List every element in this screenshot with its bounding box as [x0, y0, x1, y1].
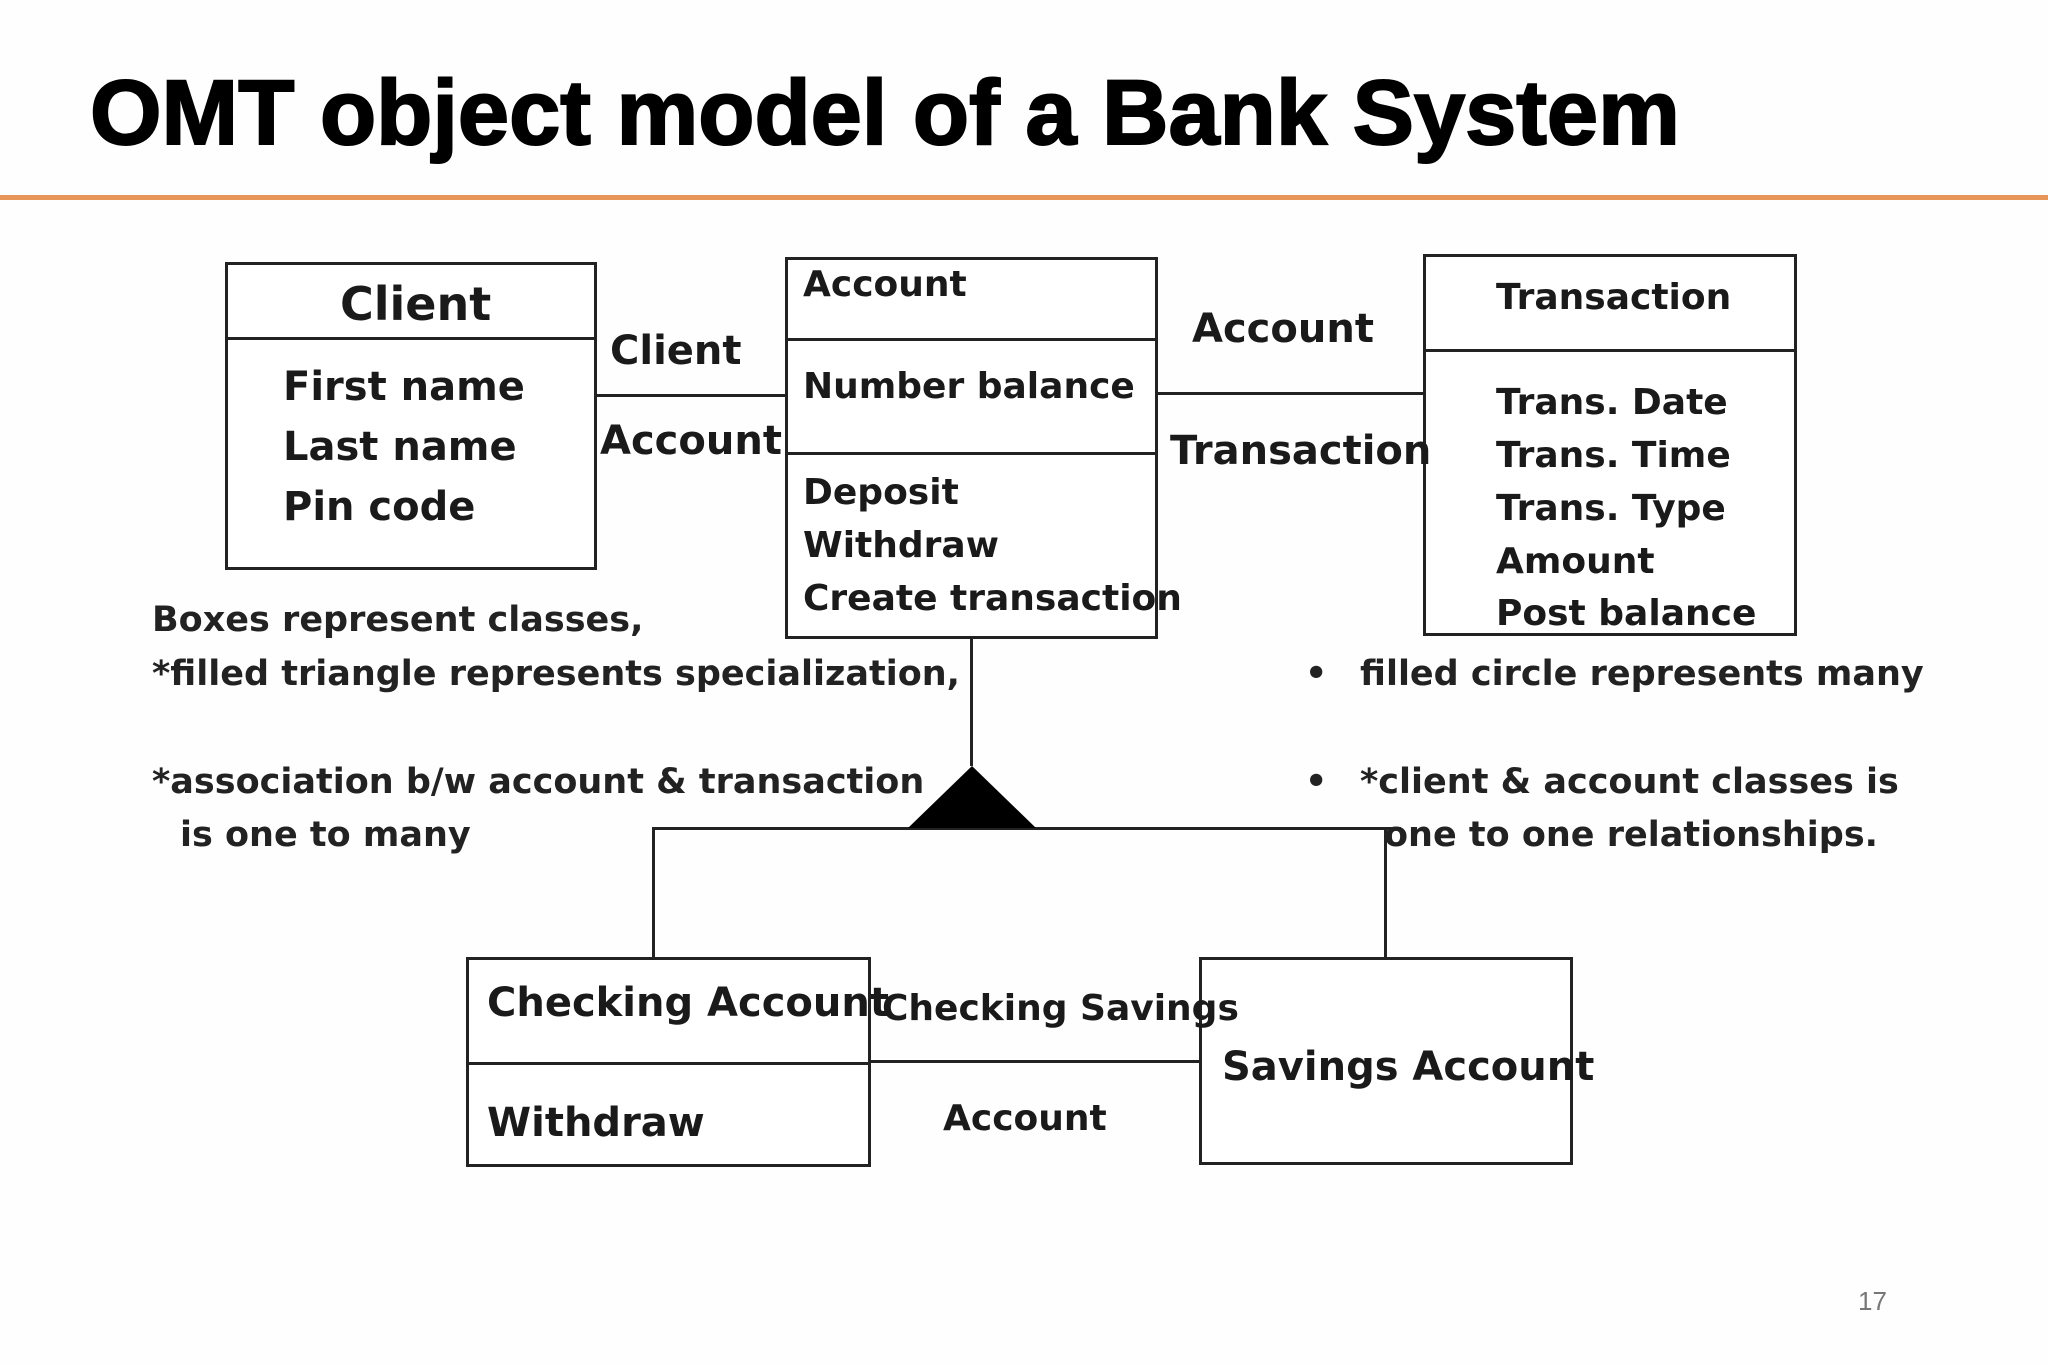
- account-transaction-label-top: Account: [1192, 306, 1374, 352]
- client-account-label-top: Client: [610, 328, 742, 374]
- client-attr-pin-code: Pin code: [283, 484, 476, 530]
- client-attr-first-name: First name: [283, 364, 525, 410]
- account-class-name: Account: [803, 264, 967, 305]
- savings-account-class-name: Savings Account: [1222, 1044, 1595, 1090]
- checking-savings-association-line: [871, 1060, 1199, 1063]
- checking-account-divider: [469, 1062, 868, 1065]
- generalization-right-drop-line: [1384, 827, 1387, 957]
- account-transaction-association-line: [1158, 392, 1423, 395]
- client-account-label-bottom: Account: [600, 418, 782, 464]
- transaction-attr-post-balance: Post balance: [1496, 593, 1757, 634]
- checking-account-class-box: Checking Account Withdraw: [466, 957, 889, 1167]
- account-op-withdraw: Withdraw: [803, 525, 999, 566]
- note-right-line-1: filled circle represents many: [1360, 654, 1924, 694]
- note-left-line-3: *association b/w account & transaction: [152, 762, 925, 802]
- transaction-divider: [1426, 349, 1794, 352]
- note-right-bullet-2: •: [1305, 762, 1328, 802]
- client-divider: [228, 337, 594, 340]
- specialization-triangle-icon: [908, 766, 1036, 828]
- transaction-attr-time: Trans. Time: [1496, 435, 1731, 476]
- transaction-attr-amount: Amount: [1496, 541, 1655, 582]
- note-right-line-3: one to one relationships.: [1384, 815, 1878, 855]
- account-op-deposit: Deposit: [803, 472, 959, 513]
- checking-account-class-name: Checking Account: [487, 980, 889, 1026]
- title-underline: [0, 195, 2048, 200]
- note-right-line-2: *client & account classes is: [1360, 762, 1899, 802]
- savings-account-class-box: Savings Account: [1199, 957, 1594, 1165]
- note-left-line-4: is one to many: [180, 815, 471, 855]
- checking-op-withdraw: Withdraw: [487, 1100, 705, 1146]
- account-transaction-label-bottom: Transaction: [1170, 428, 1432, 474]
- transaction-attr-type: Trans. Type: [1496, 488, 1726, 529]
- client-attr-last-name: Last name: [283, 424, 517, 470]
- client-class-box: Client First name Last name Pin code: [225, 262, 597, 570]
- account-divider-2: [788, 452, 1155, 455]
- account-class-box: Account Number balance Deposit Withdraw …: [785, 257, 1182, 639]
- generalization-left-drop-line: [652, 827, 655, 957]
- transaction-attr-date: Trans. Date: [1496, 382, 1728, 423]
- account-attr-number-balance: Number balance: [803, 366, 1135, 407]
- note-right-bullet-1: •: [1305, 654, 1328, 694]
- account-divider-1: [788, 338, 1155, 341]
- note-left-line-1: Boxes represent classes,: [152, 600, 644, 640]
- generalization-crossbar-line: [652, 827, 1401, 830]
- checking-savings-label-bottom: Account: [943, 1098, 1107, 1139]
- generalization-stem-line: [970, 639, 973, 766]
- client-class-name: Client: [340, 277, 492, 331]
- transaction-class-box: Transaction Trans. Date Trans. Time Tran…: [1423, 254, 1797, 636]
- slide-title: OMT object model of a Bank System: [89, 61, 1681, 165]
- note-left-line-2: *filled triangle represents specializati…: [152, 654, 960, 694]
- transaction-class-name: Transaction: [1496, 277, 1732, 318]
- client-account-association-line: [597, 394, 785, 397]
- page-number: 17: [1858, 1286, 1887, 1316]
- account-op-create-transaction: Create transaction: [803, 578, 1182, 619]
- checking-savings-label-top: Checking Savings: [882, 988, 1239, 1029]
